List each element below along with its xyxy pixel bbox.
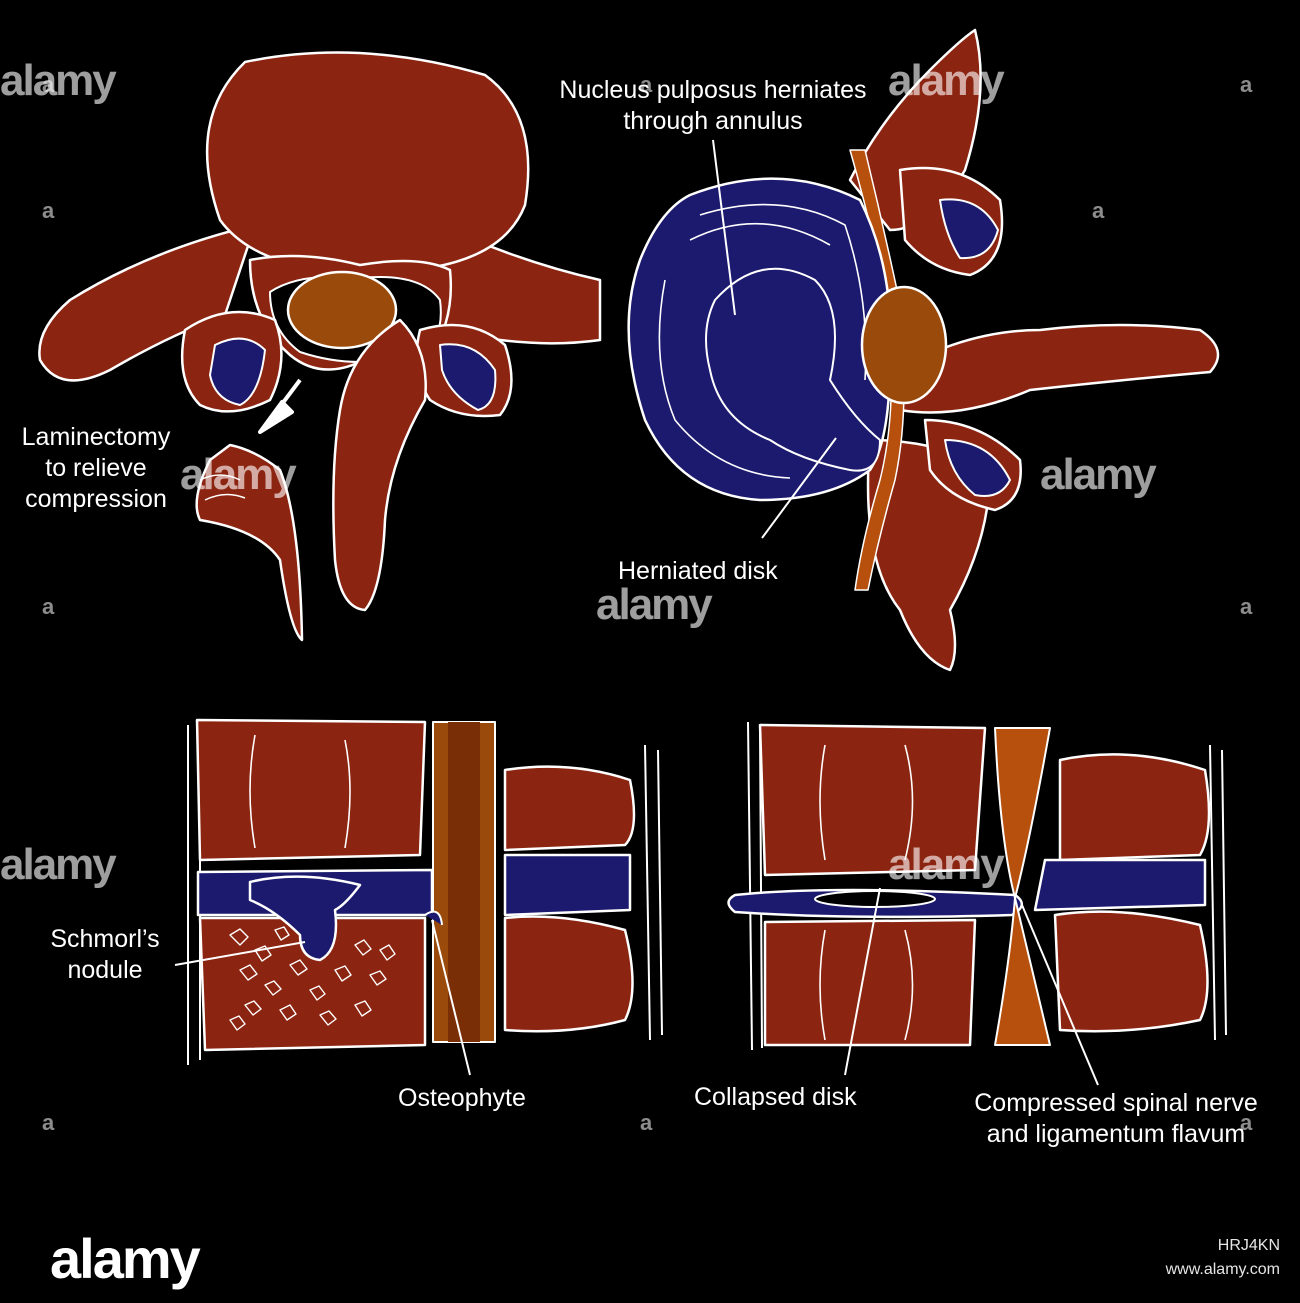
site-url: www.alamy.com <box>1165 1261 1280 1278</box>
label-nucleus-pulposus: Nucleus pulposus herniates through annul… <box>528 75 898 137</box>
leader-compressed <box>1021 904 1099 1086</box>
leader-lines <box>174 139 1099 1086</box>
leader-nucleus <box>712 139 736 316</box>
watermark-alamy-5: alamy <box>596 580 713 629</box>
watermark-mark-6: a <box>42 594 55 619</box>
label-nucleus-line2: through annulus <box>623 107 803 135</box>
watermark-alamy-2: alamy <box>888 56 1005 105</box>
leader-osteophyte <box>431 919 471 1076</box>
bone-texture <box>229 926 396 1031</box>
label-nucleus-line1: Nucleus pulposus herniates <box>559 76 867 104</box>
label-schmorls-line1: Schmorl’s <box>50 925 160 953</box>
watermark-mark-5: a <box>1092 198 1105 223</box>
watermark-mark-8: a <box>42 1110 55 1135</box>
label-laminectomy-line2: to relieve <box>45 454 147 482</box>
label-schmorls-line2: nodule <box>67 956 143 984</box>
alamy-logo: alamy <box>50 1227 201 1290</box>
watermark-mark-3: a <box>1240 72 1253 97</box>
herniated-disk-view <box>627 28 1220 672</box>
watermark-mark-7: a <box>1240 594 1253 619</box>
watermark-alamy-7: alamy <box>888 840 1005 889</box>
watermark-mark-4: a <box>42 198 55 223</box>
label-collapsed-disk: Collapsed disk <box>694 1083 857 1111</box>
watermark-alamy-3: alamy <box>180 450 297 499</box>
watermark-alamy-6: alamy <box>0 840 117 889</box>
schmorls-nodule-view <box>187 718 663 1065</box>
leader-collapsed <box>844 887 881 1076</box>
leader-herniated <box>761 437 837 539</box>
label-compressed-line2: and ligamentum flavum <box>986 1120 1246 1148</box>
watermark-mark-10: a <box>1240 1110 1253 1135</box>
watermark-alamy-4: alamy <box>1040 450 1157 499</box>
watermark-mark-1: a <box>42 72 55 97</box>
label-herniated-disk: Herniated disk <box>618 557 778 585</box>
watermark-alamy-1: alamy <box>0 56 117 105</box>
image-code: HRJ4KN <box>1217 1237 1280 1254</box>
leader-schmorls <box>174 941 306 966</box>
image-credit: HRJ4KN www.alamy.com <box>1080 1234 1280 1282</box>
label-laminectomy-line3: compression <box>25 485 167 513</box>
label-compressed-line1: Compressed spinal nerve <box>974 1089 1258 1117</box>
label-compressed-nerve: Compressed spinal nerve and ligamentum f… <box>940 1088 1292 1150</box>
label-laminectomy: Laminectomy to relieve compression <box>4 422 188 515</box>
watermark-mark-9: a <box>640 1110 653 1135</box>
label-schmorls-nodule: Schmorl’s nodule <box>30 924 180 986</box>
vertebra-laminectomy <box>38 51 602 642</box>
label-osteophyte: Osteophyte <box>398 1084 526 1112</box>
watermark-mark-2: a <box>640 72 653 97</box>
label-laminectomy-line1: Laminectomy <box>21 423 171 451</box>
collapsed-disk-view <box>727 721 1227 1051</box>
